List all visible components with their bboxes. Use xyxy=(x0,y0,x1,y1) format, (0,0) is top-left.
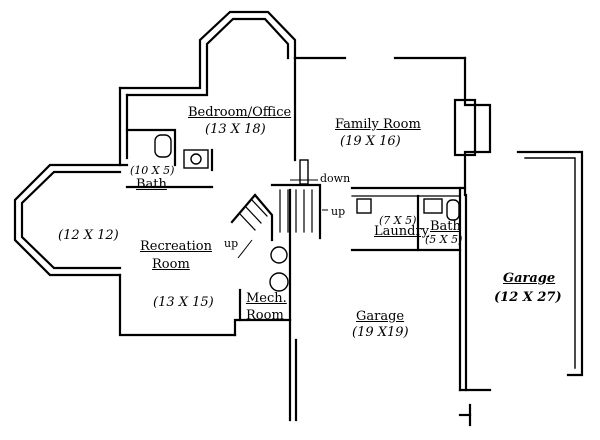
mech-name-2: Room xyxy=(246,308,284,323)
rec-west-wall xyxy=(118,273,237,337)
mech-wall xyxy=(233,318,292,422)
bath-wall xyxy=(125,128,177,167)
bay-window-outer xyxy=(13,163,122,277)
bedroom-wall xyxy=(118,10,297,90)
fixtures xyxy=(154,134,460,292)
upper-bath-name: Bath xyxy=(136,177,167,192)
laundry-dim: (7 X 5) xyxy=(379,214,417,227)
laundry-name: Laundry xyxy=(374,224,430,239)
small-bath-dim: (5 X 5) xyxy=(425,233,463,246)
recreation-name-2: Room xyxy=(152,257,190,272)
stair-treads xyxy=(239,189,313,233)
bay-window-inner xyxy=(20,170,122,270)
toilet-upper xyxy=(154,134,172,158)
sink-upper xyxy=(183,149,209,169)
side-garage-wall-inner xyxy=(524,157,576,369)
fireplace xyxy=(453,98,477,157)
stair-arrows xyxy=(237,179,328,259)
family-room-name: Family Room xyxy=(335,117,421,132)
recreation-dim: (13 X 15) xyxy=(153,295,214,310)
main-garage-name: Garage xyxy=(356,309,405,324)
toilet-small xyxy=(446,199,460,221)
main-garage-dim: (19 X19) xyxy=(352,325,409,340)
family-room-dim: (19 X 16) xyxy=(340,134,401,149)
side-garage-name: Garage xyxy=(503,271,556,286)
stair-post xyxy=(299,159,309,185)
walls xyxy=(13,10,584,427)
side-garage-dim: (12 X 27) xyxy=(494,290,562,305)
bedroom-wall-inner xyxy=(125,17,290,97)
fireplace-wall xyxy=(463,56,492,197)
stair-up-left-label: up xyxy=(224,237,239,250)
stair-rail xyxy=(270,183,322,240)
upper-bath-dim: (10 X 5) xyxy=(130,164,175,177)
washer xyxy=(356,198,372,214)
sink-basin-upper xyxy=(190,153,202,165)
stair-down-label: down xyxy=(320,172,351,185)
bay-dim: (12 X 12) xyxy=(58,228,119,243)
furnace xyxy=(269,272,289,292)
side-garage-wall xyxy=(516,150,584,377)
stair-landing xyxy=(230,193,274,242)
mech-name-1: Mech. xyxy=(246,291,287,306)
bedroom-name: Bedroom/Office xyxy=(188,105,292,120)
small-bath-name: Bath xyxy=(430,219,461,234)
recreation-name-1: Recreation xyxy=(140,239,213,254)
bedroom-dim: (13 X 18) xyxy=(205,122,266,137)
sink-small xyxy=(423,198,443,214)
stair-up-right-label: up xyxy=(331,205,346,218)
water-heater xyxy=(270,246,288,264)
